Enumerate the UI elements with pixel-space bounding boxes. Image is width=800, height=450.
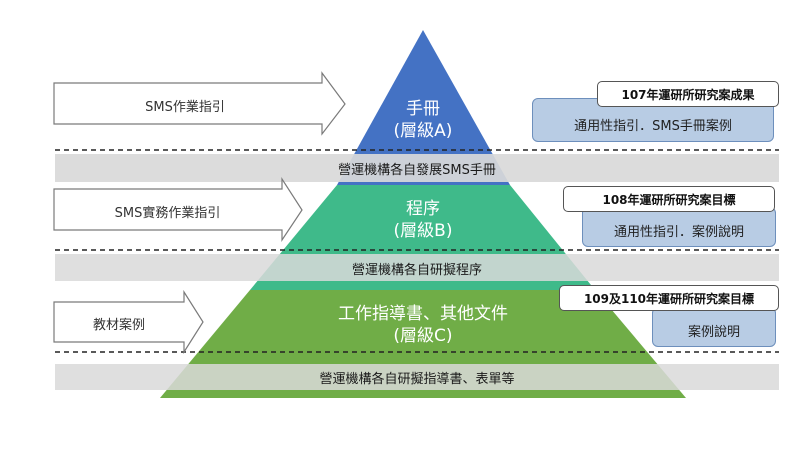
level-c-sub: (層級C) [393, 326, 453, 346]
band-a-text: 營運機構各自發展SMS手冊 [338, 163, 496, 178]
input-label-a: SMS作業指引 [145, 99, 225, 115]
band-b-text: 營運機構各自研擬程序 [351, 263, 482, 278]
band-c-text: 營運機構各自研擬指導書、表單等 [319, 372, 515, 387]
input-arrow-c [53, 289, 204, 355]
research-tag-b: 108年運研所研究案目標 [563, 186, 775, 212]
level-b-label: 程序 (層級B) [363, 198, 483, 242]
level-c-label: 工作指導書、其他文件 (層級C) [303, 303, 543, 347]
research-tag-c: 109及110年運研所研究案目標 [559, 285, 779, 311]
level-c-title: 工作指導書、其他文件 [338, 304, 508, 324]
input-arrow-a [53, 71, 346, 136]
level-b-sub: (層級B) [393, 221, 453, 241]
input-label-b: SMS實務作業指引 [114, 205, 221, 221]
pyramid-level-a [337, 30, 510, 185]
research-note-b: 通用性指引．案例說明 [582, 207, 776, 247]
level-b-title: 程序 [406, 199, 440, 219]
band-a [55, 154, 779, 182]
level-a-title: 手冊 [406, 99, 440, 119]
research-tag-a: 107年運研所研究案成果 [597, 81, 779, 107]
input-label-c: 教材案例 [92, 317, 145, 333]
level-a-label: 手冊 (層級A) [363, 98, 483, 142]
level-a-sub: (層級A) [393, 121, 453, 141]
band-b [55, 254, 779, 281]
research-note-c: 案例說明 [652, 307, 776, 347]
band-c [55, 364, 779, 390]
input-arrow-b [53, 176, 303, 242]
